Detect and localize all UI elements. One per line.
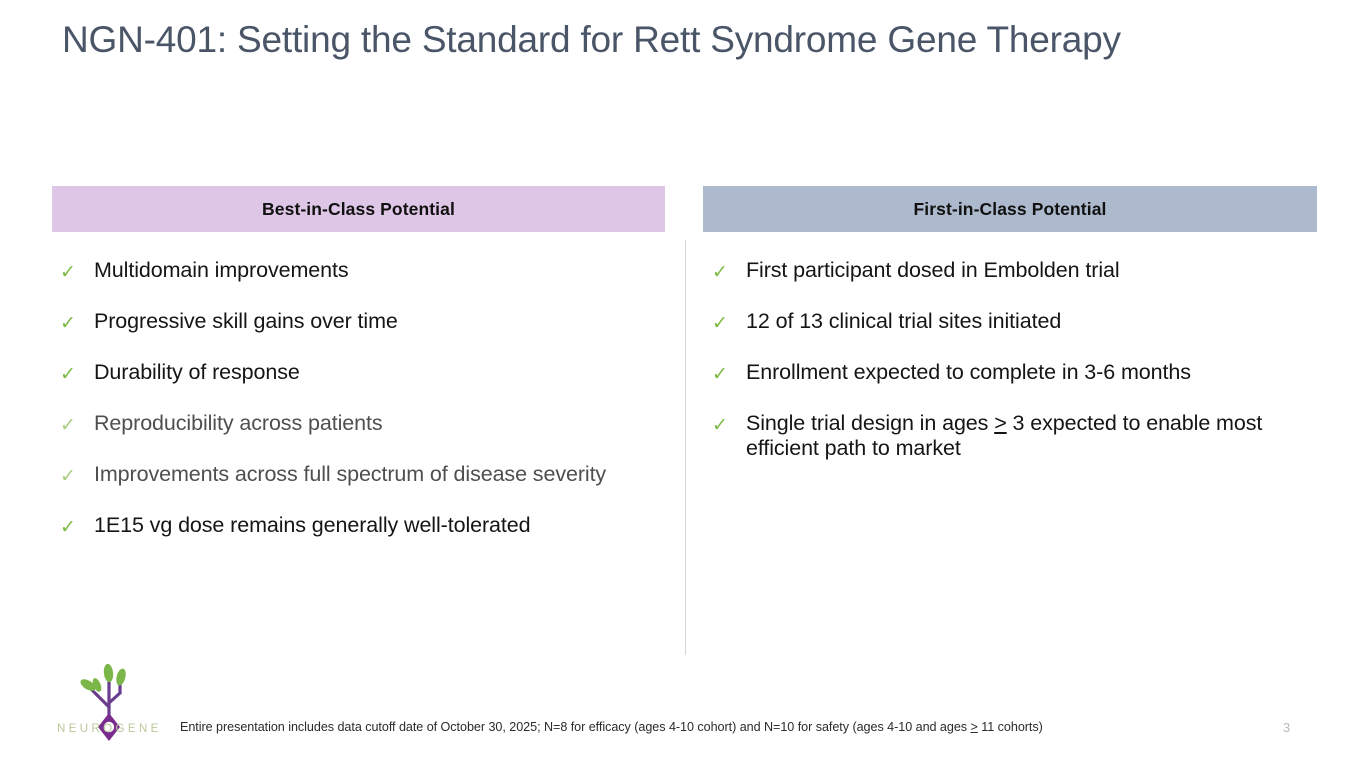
- neurogene-logo-mark: NEUROGENE: [57, 663, 162, 741]
- check-icon: ✓: [712, 262, 728, 283]
- check-icon: ✓: [60, 313, 76, 334]
- check-icon: ✓: [60, 364, 76, 385]
- check-icon: ✓: [60, 262, 76, 283]
- list-item-label: Durability of response: [94, 360, 300, 384]
- list-item: ✓ Durability of response: [60, 360, 665, 389]
- page-number: 3: [1283, 720, 1291, 735]
- column-divider: [685, 240, 686, 655]
- bullet-list-best-in-class: ✓ Multidomain improvements ✓ Progressive…: [60, 258, 665, 564]
- column-header-left-label: Best-in-Class Potential: [262, 198, 455, 219]
- list-item-label: Improvements across full spectrum of dis…: [94, 462, 607, 486]
- greater-than-or-equal-symbol: >: [994, 411, 1007, 435]
- footnote: Entire presentation includes data cutoff…: [180, 719, 1043, 735]
- list-item: ✓ Progressive skill gains over time: [60, 309, 665, 338]
- neurogene-logo: NEUROGENE: [57, 663, 183, 741]
- footnote-part-a: Entire presentation includes data cutoff…: [180, 720, 971, 734]
- leaf-icon: [80, 663, 126, 692]
- list-item-label: Single trial design in ages > 3 expected…: [746, 411, 1312, 461]
- list-item-label: Multidomain improvements: [94, 258, 349, 282]
- bullet-list-first-in-class: ✓ First participant dosed in Embolden tr…: [712, 258, 1312, 483]
- check-icon: ✓: [60, 466, 76, 487]
- column-header-best-in-class: Best-in-Class Potential: [52, 186, 665, 232]
- list-item: ✓ 1E15 vg dose remains generally well-to…: [60, 513, 665, 542]
- list-item-text-pre: Single trial design in ages: [746, 411, 995, 435]
- check-icon: ✓: [712, 415, 728, 436]
- list-item: ✓ Reproducibility across patients: [60, 411, 665, 440]
- page-title: NGN-401: Setting the Standard for Rett S…: [62, 19, 1121, 60]
- check-icon: ✓: [712, 364, 728, 385]
- list-item: ✓ First participant dosed in Embolden tr…: [712, 258, 1312, 287]
- column-header-right-label: First-in-Class Potential: [913, 198, 1107, 219]
- check-icon: ✓: [712, 313, 728, 334]
- list-item-label: Reproducibility across patients: [94, 411, 383, 435]
- column-header-first-in-class: First-in-Class Potential: [703, 186, 1317, 232]
- greater-than-or-equal-symbol: >: [970, 720, 978, 734]
- check-icon: ✓: [60, 415, 76, 436]
- list-item-label: First participant dosed in Embolden tria…: [746, 258, 1120, 282]
- list-item: ✓ Improvements across full spectrum of d…: [60, 462, 665, 491]
- check-icon: ✓: [60, 517, 76, 538]
- list-item: ✓ Multidomain improvements: [60, 258, 665, 287]
- list-item-label: 1E15 vg dose remains generally well-tole…: [94, 513, 531, 537]
- list-item-label: 12 of 13 clinical trial sites initiated: [746, 309, 1062, 333]
- list-item-label: Progressive skill gains over time: [94, 309, 398, 333]
- neurogene-wordmark: NEUROGENE: [57, 723, 162, 735]
- footnote-part-b: 11 cohorts): [977, 720, 1043, 734]
- list-item-text-post: 3 expected to enable most efficient path…: [746, 411, 1263, 460]
- list-item: ✓ Single trial design in ages > 3 expect…: [712, 411, 1312, 461]
- diamond-inner-circle-icon: [103, 721, 115, 733]
- list-item-label: Enrollment expected to complete in 3-6 m…: [746, 360, 1191, 384]
- list-item: ✓ Enrollment expected to complete in 3-6…: [712, 360, 1312, 389]
- list-item: ✓ 12 of 13 clinical trial sites initiate…: [712, 309, 1312, 338]
